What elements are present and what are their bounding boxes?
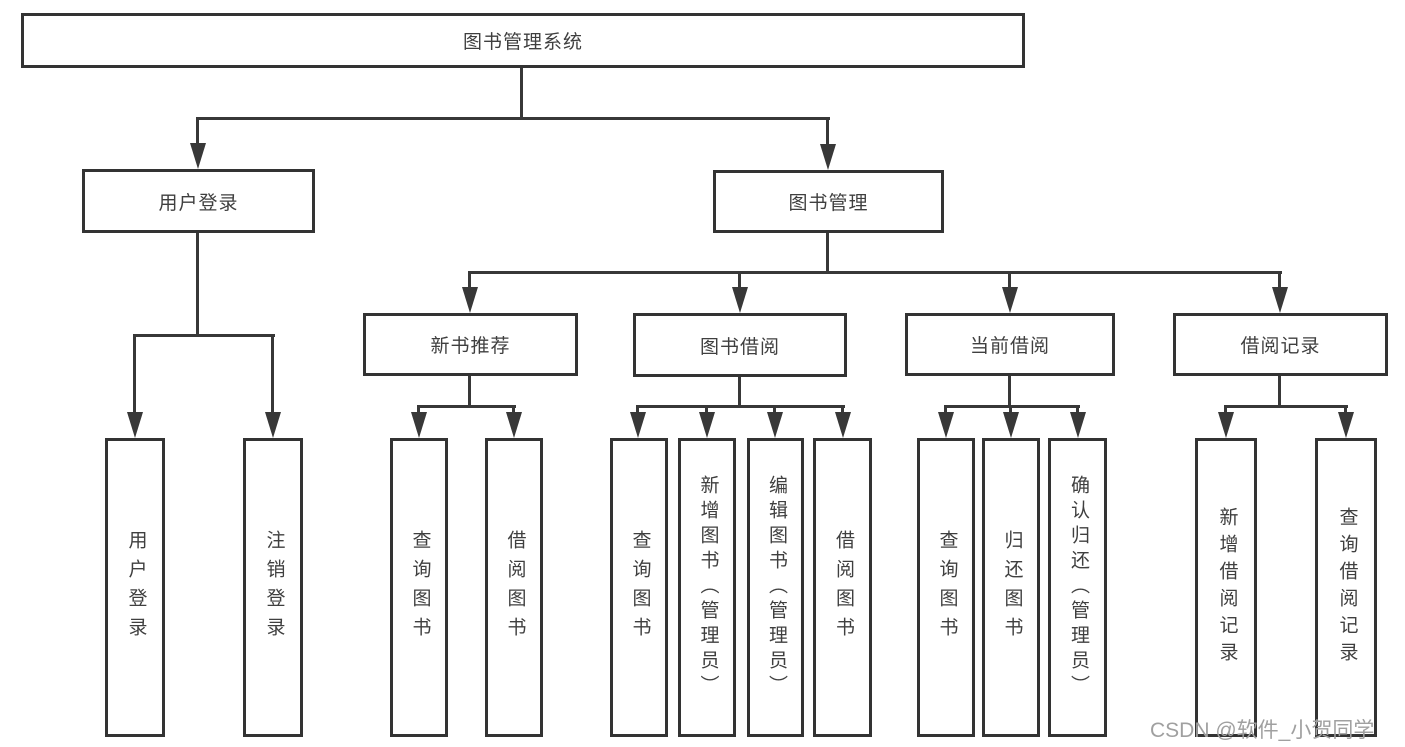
connector-drop-current [1008,271,1011,289]
connector-drop-book-mgmt [826,117,829,145]
node-label: 用户登录 [158,192,239,214]
node-borrow-records: 借阅记录 [1173,313,1388,376]
leaf-add-borrow-record: 新增借阅记录 [1195,438,1257,737]
connector-borrow-stem [738,377,741,408]
arrow-down-icon [506,412,522,438]
leaf-user-login: 用户登录 [105,438,165,737]
connector-drop [841,405,844,415]
connector-userlogin-stem [196,233,199,337]
connector-drop-login [133,334,136,414]
arrow-down-icon [1003,412,1019,438]
node-label: 图书管理 [788,193,869,214]
connector-bookmgmt-stem [826,233,829,274]
arrow-down-icon [835,412,851,438]
leaf-add-book-admin: 新增图书（管理员） [678,438,736,737]
leaf-label: 新增图书（管理员） [697,475,719,700]
leaf-label: 新增借阅记录 [1216,506,1238,669]
leaf-query-borrow-record: 查询借阅记录 [1315,438,1377,737]
leaf-borrow-book: 借阅图书 [813,438,872,737]
connector-drop [636,405,639,415]
leaf-query-book-borrow: 查询图书 [610,438,668,737]
connector-root-stem [520,68,523,119]
connector-borrow-bus [636,405,845,408]
leaf-label: 编辑图书（管理员） [765,475,787,700]
connector-drop-newbook [468,271,471,289]
connector-newbook-bus [417,405,516,408]
arrow-down-icon [820,144,836,170]
connector-drop-user-login [196,117,199,145]
leaf-label: 借阅图书 [504,529,526,646]
leaf-label: 查询图书 [936,529,958,646]
node-label: 图书管理系统 [462,32,583,53]
arrow-down-icon [767,412,783,438]
leaf-borrow-book-recommend: 借阅图书 [485,438,543,737]
leaf-query-book-recommend: 查询图书 [390,438,448,737]
connector-records-bus [1224,405,1348,408]
arrow-down-icon [630,412,646,438]
connector-root-bus [196,117,830,120]
connector-drop-borrow [738,271,741,289]
arrow-down-icon [938,412,954,438]
connector-drop [1009,405,1012,415]
arrow-down-icon [732,287,748,313]
node-label: 图书借阅 [699,336,780,358]
arrow-down-icon [411,412,427,438]
node-new-book-recommend: 新书推荐 [363,313,578,376]
arrow-down-icon [1338,412,1354,438]
connector-drop [1224,405,1227,415]
arrow-down-icon [127,412,143,438]
leaf-logout: 注销登录 [243,438,303,737]
leaf-label: 借阅图书 [832,529,854,646]
arrow-down-icon [462,287,478,313]
leaf-label: 查询借阅记录 [1336,506,1358,669]
connector-newbook-stem [468,376,471,408]
arrow-down-icon [1218,412,1234,438]
leaf-return-book: 归还图书 [982,438,1040,737]
connector-drop [773,405,776,415]
arrow-down-icon [1002,287,1018,313]
connector-drop-records [1278,271,1281,289]
node-label: 新书推荐 [430,336,511,357]
connector-drop [512,405,515,415]
connector-current-bus [944,405,1080,408]
csdn-watermark: CSDN @软件_小贺同学 [1150,719,1375,742]
connector-drop [417,405,420,415]
arrow-down-icon [1272,287,1288,313]
node-book-management: 图书管理 [713,170,944,233]
leaf-query-book-current: 查询图书 [917,438,975,737]
leaf-label: 确认归还（管理员） [1067,475,1089,700]
leaf-label: 归还图书 [1001,529,1023,646]
node-label: 当前借阅 [969,336,1050,357]
node-book-borrow: 图书借阅 [633,313,847,377]
connector-drop [1344,405,1347,415]
leaf-label: 查询图书 [629,529,651,646]
connector-records-stem [1278,376,1281,408]
connector-drop-logout [271,334,274,414]
arrow-down-icon [265,412,281,438]
connector-bookmgmt-bus [468,271,1282,274]
node-current-borrow: 当前借阅 [905,313,1115,376]
connector-drop [1076,405,1079,415]
connector-current-stem [1008,376,1011,408]
node-root-library-system: 图书管理系统 [21,13,1025,68]
connector-drop [705,405,708,415]
leaf-label: 用户登录 [125,529,147,646]
arrow-down-icon [190,143,206,169]
leaf-confirm-return-admin: 确认归还（管理员） [1048,438,1107,737]
arrow-down-icon [699,412,715,438]
arrow-down-icon [1070,412,1086,438]
node-label: 借阅记录 [1240,336,1321,357]
leaf-label: 注销登录 [263,529,285,646]
connector-userlogin-bus [133,334,275,337]
node-user-login: 用户登录 [82,169,315,233]
connector-drop [944,405,947,415]
leaf-label: 查询图书 [409,529,431,646]
leaf-edit-book-admin: 编辑图书（管理员） [747,438,804,737]
